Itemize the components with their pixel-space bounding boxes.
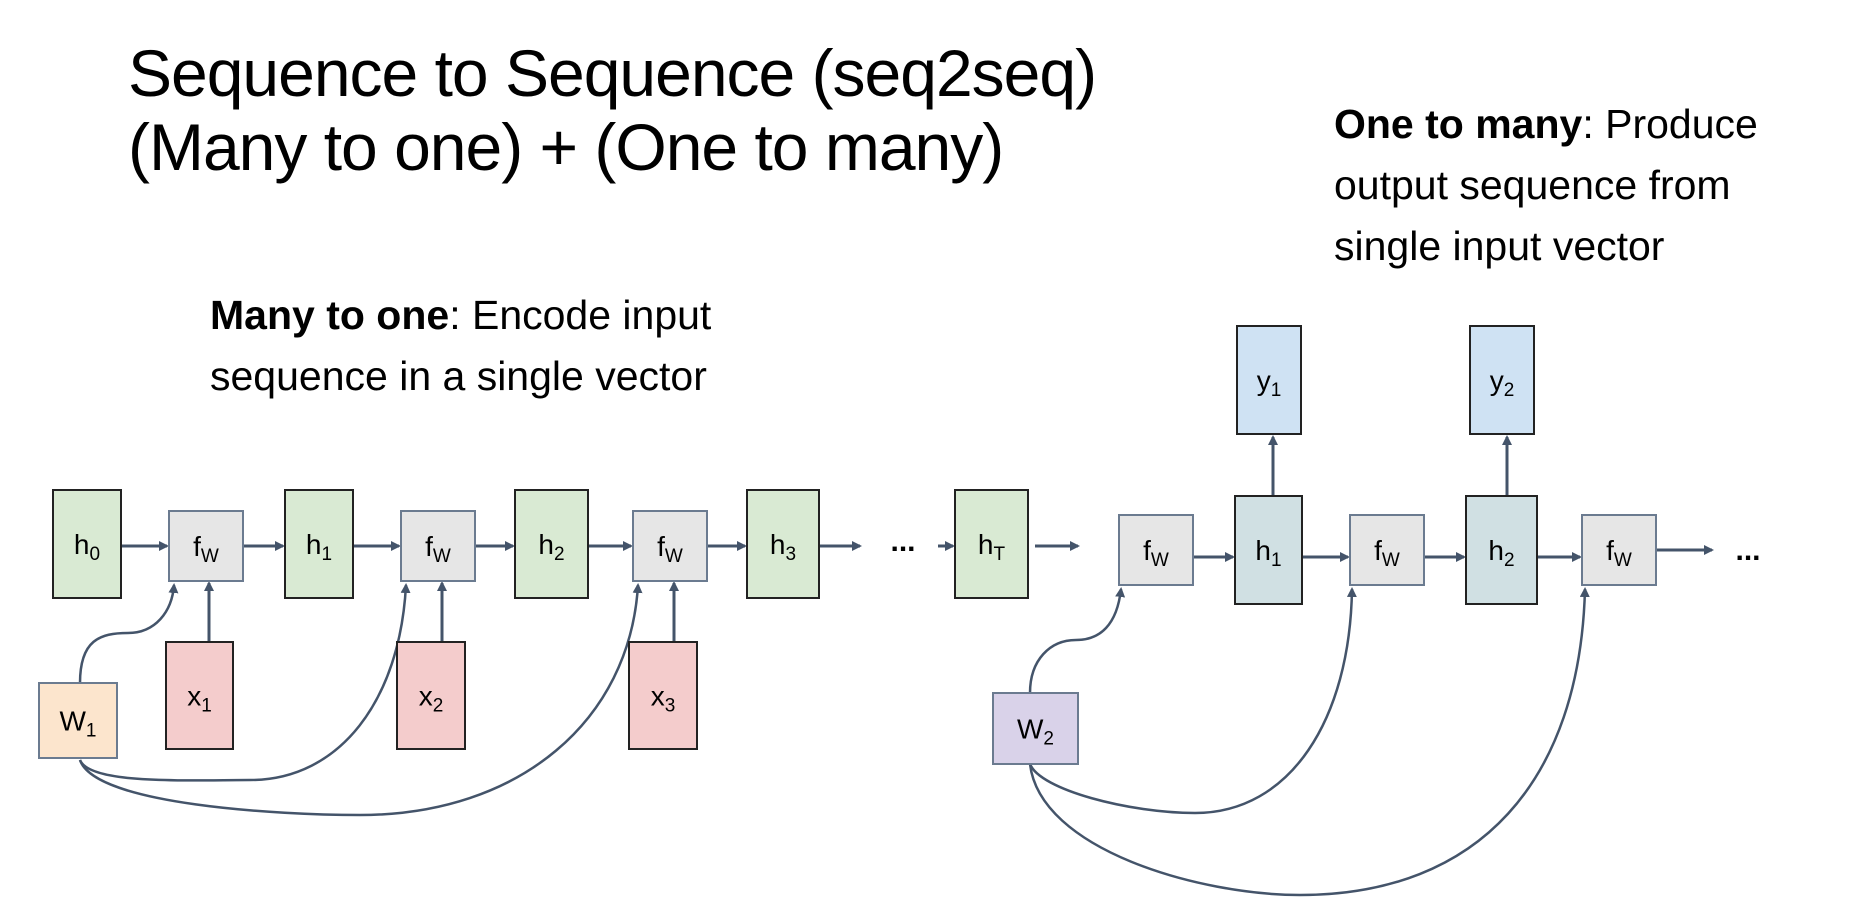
edge-W2-dfw1 <box>1028 587 1126 694</box>
node-x3-box <box>628 641 698 750</box>
one-to-many-heading: One to many <box>1334 101 1583 147</box>
edge-W2-dfw3 <box>1028 587 1590 897</box>
node-y2: y2 <box>1469 325 1535 435</box>
node-h2: h2 <box>514 489 589 599</box>
node-fw1: fW <box>168 510 244 582</box>
node-x1-box <box>165 641 234 750</box>
one-to-many-caption: One to many: Produce output sequence fro… <box>1334 94 1758 277</box>
decoder-ellipsis: ... <box>1735 534 1760 567</box>
one-to-many-text: : Produce <box>1582 101 1758 147</box>
node-fw3: fW <box>632 510 708 582</box>
node-hT: hT <box>954 489 1029 599</box>
many-to-one-text-line2: sequence in a single vector <box>210 353 707 399</box>
edge-W1-fw2 <box>78 583 411 782</box>
node-dfw2-label: fW <box>1374 535 1400 571</box>
node-y1-label: y1 <box>1257 365 1282 401</box>
node-fw2: fW <box>400 510 476 582</box>
node-dfw1: fW <box>1118 514 1194 586</box>
node-hT-box <box>954 489 1029 599</box>
edge-W1-fw3 <box>78 583 643 817</box>
node-dh2-box <box>1465 495 1538 605</box>
node-x2-label: x2 <box>419 681 444 717</box>
one-to-many-text-line2: output sequence from <box>1334 162 1731 208</box>
node-h2-box <box>514 489 589 599</box>
node-x2-box <box>396 641 466 750</box>
node-fw3-label: fW <box>657 531 683 567</box>
edge-W1-fw1 <box>78 583 179 684</box>
many-to-one-text: : Encode input <box>449 292 712 338</box>
node-fw2-label: fW <box>425 531 451 567</box>
node-dfw1-label: fW <box>1143 535 1169 571</box>
slide-title: Sequence to Sequence (seq2seq) (Many to … <box>128 36 1097 184</box>
node-h3: h3 <box>746 489 820 599</box>
node-dfw2-box <box>1349 514 1425 586</box>
node-W1: W1 <box>38 682 118 759</box>
node-y1: y1 <box>1236 325 1302 435</box>
node-h1: h1 <box>284 489 354 599</box>
node-dh2: h2 <box>1465 495 1538 605</box>
node-fw3-box <box>632 510 708 582</box>
node-x2: x2 <box>396 641 466 750</box>
node-y2-label: y2 <box>1490 365 1515 401</box>
edge-W2-dfw2 <box>1028 587 1357 815</box>
node-dfw3-box <box>1581 514 1657 586</box>
node-W1-box <box>38 682 118 759</box>
encoder-ellipsis: ... <box>890 525 915 558</box>
node-dfw1-box <box>1118 514 1194 586</box>
node-h0: h0 <box>52 489 122 599</box>
node-dh1-box <box>1234 495 1303 605</box>
node-y2-box <box>1469 325 1535 435</box>
node-h1-label: h1 <box>306 529 332 565</box>
node-h0-label: h0 <box>74 529 100 565</box>
node-W2-label: W2 <box>1017 714 1054 750</box>
node-W2: W2 <box>992 692 1079 765</box>
node-fw2-box <box>400 510 476 582</box>
node-dfw2: fW <box>1349 514 1425 586</box>
node-h1-box <box>284 489 354 599</box>
node-dh2-label: h2 <box>1488 535 1514 571</box>
node-h3-label: h3 <box>770 529 796 565</box>
node-hT-label: hT <box>978 529 1006 565</box>
one-to-many-text-line3: single input vector <box>1334 223 1665 269</box>
node-dh1-label: h1 <box>1255 535 1281 571</box>
title-line-1: Sequence to Sequence (seq2seq) <box>128 36 1097 110</box>
many-to-one-heading: Many to one <box>210 292 450 338</box>
node-dfw3: fW <box>1581 514 1657 586</box>
node-x1: x1 <box>165 641 234 750</box>
node-W1-label: W1 <box>59 706 96 742</box>
node-x3-label: x3 <box>651 681 676 717</box>
node-W2-box <box>992 692 1079 765</box>
node-h3-box <box>746 489 820 599</box>
edges-layer <box>78 435 1714 897</box>
node-x3: x3 <box>628 641 698 750</box>
title-line-2: (Many to one) + (One to many) <box>128 110 1004 184</box>
node-y1-box <box>1236 325 1302 435</box>
node-x1-label: x1 <box>187 681 212 717</box>
node-fw1-label: fW <box>193 531 219 567</box>
node-h2-label: h2 <box>538 529 564 565</box>
node-dfw3-label: fW <box>1606 535 1632 571</box>
many-to-one-caption: Many to one: Encode input sequence in a … <box>210 285 711 407</box>
node-fw1-box <box>168 510 244 582</box>
node-dh1: h1 <box>1234 495 1303 605</box>
node-h0-box <box>52 489 122 599</box>
